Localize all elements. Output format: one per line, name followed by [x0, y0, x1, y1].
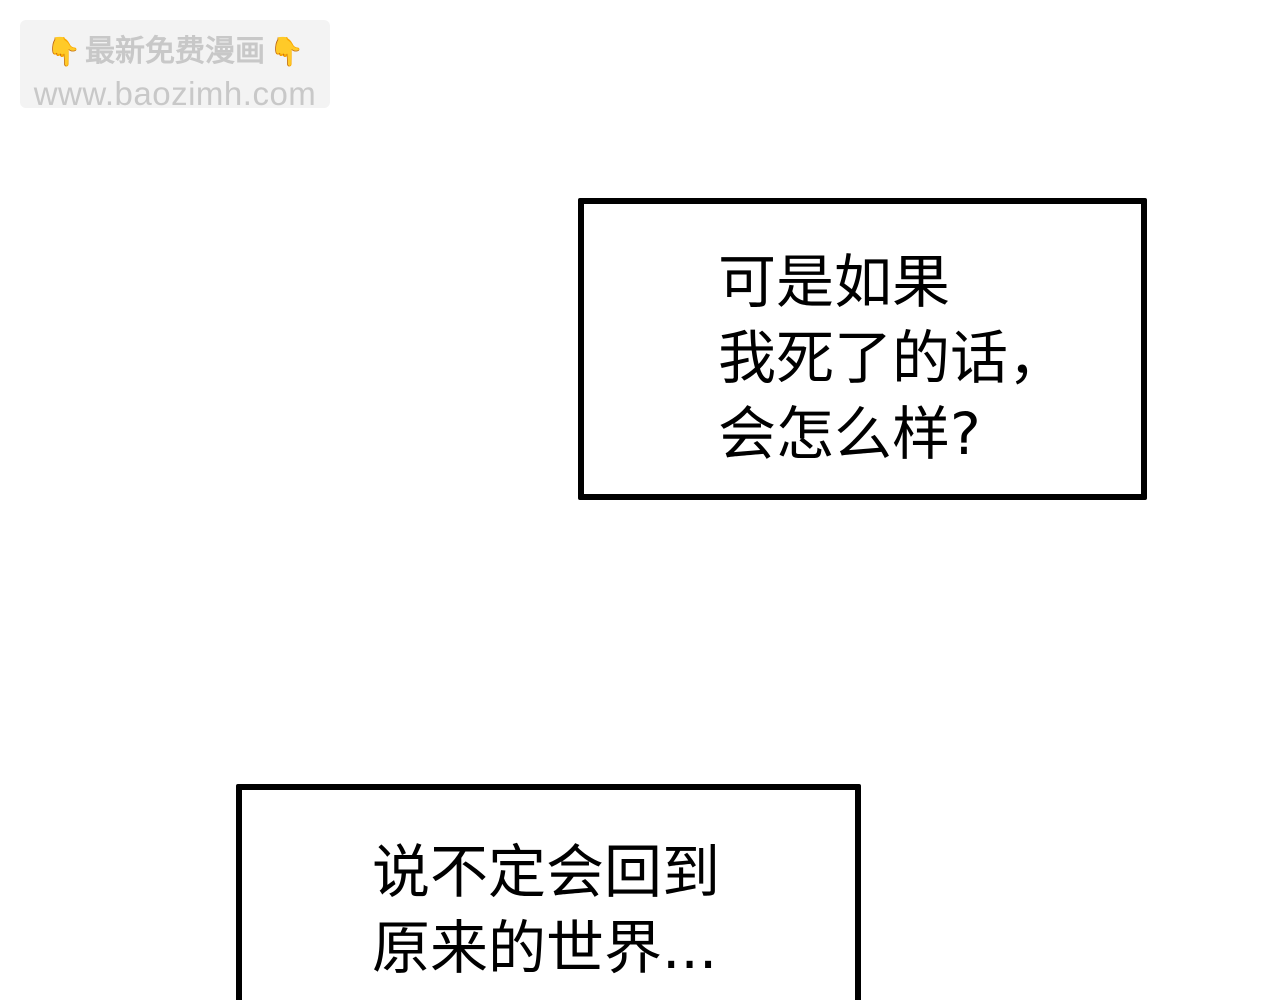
caption-line: 原来的世界...: [372, 914, 718, 982]
watermark-title-row: 👇 最新免费漫画 👇: [20, 32, 330, 72]
caption-line: 我死了的话，: [718, 324, 1067, 392]
caption-box: 可是如果 我死了的话， 会怎么样?: [578, 198, 1147, 500]
caption-line: 可是如果: [718, 248, 951, 316]
watermark-title: 最新免费漫画: [85, 34, 265, 69]
caption-box: 说不定会回到 原来的世界...: [236, 784, 861, 1000]
caption-line: 会怎么样?: [718, 400, 981, 468]
watermark: 👇 最新免费漫画 👇 www.baozimh.com: [20, 20, 330, 112]
pointing-down-hand-icon: 👇: [46, 35, 81, 68]
caption-text: 说不定会回到 原来的世界...: [372, 834, 720, 986]
caption-line: 说不定会回到: [372, 838, 721, 906]
pointing-down-hand-icon: 👇: [269, 35, 304, 68]
watermark-url: www.baozimh.com: [33, 75, 317, 112]
caption-text: 可是如果 我死了的话， 会怎么样?: [718, 244, 1066, 472]
